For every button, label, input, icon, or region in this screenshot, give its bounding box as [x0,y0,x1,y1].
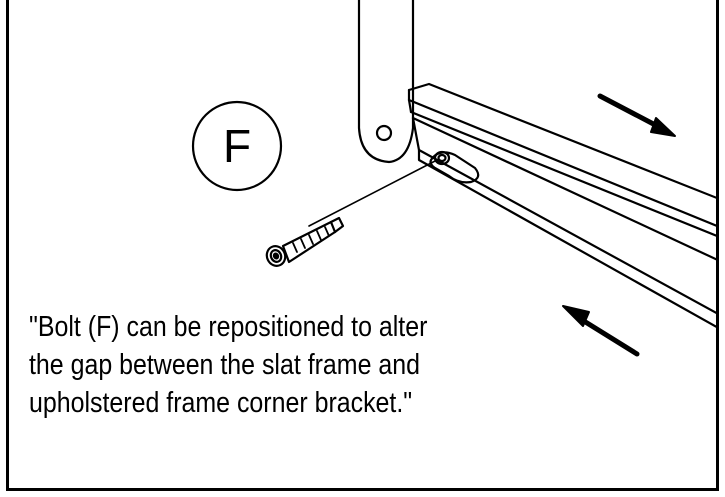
caption-line-3: upholstered frame corner bracket." [29,387,413,419]
slat-frame-rail [407,82,716,328]
bolt-icon [265,216,345,267]
direction-arrow-lower [562,305,640,357]
assembly-illustration: F [191,0,716,357]
diagram-frame: F "Bolt (F) can be repositioned to alter… [6,0,719,491]
part-label-badge: F [191,100,283,192]
alignment-line [308,159,438,227]
adjustment-slot [429,150,480,184]
caption-line-1: "Bolt (F) can be repositioned to alter [29,311,428,343]
direction-arrow-upper [597,93,676,137]
caption: "Bolt (F) can be repositioned to alter t… [29,308,545,422]
caption-line-2: the gap between the slat frame and [29,349,420,381]
part-label-text: F [223,120,251,172]
corner-bracket [357,0,415,164]
